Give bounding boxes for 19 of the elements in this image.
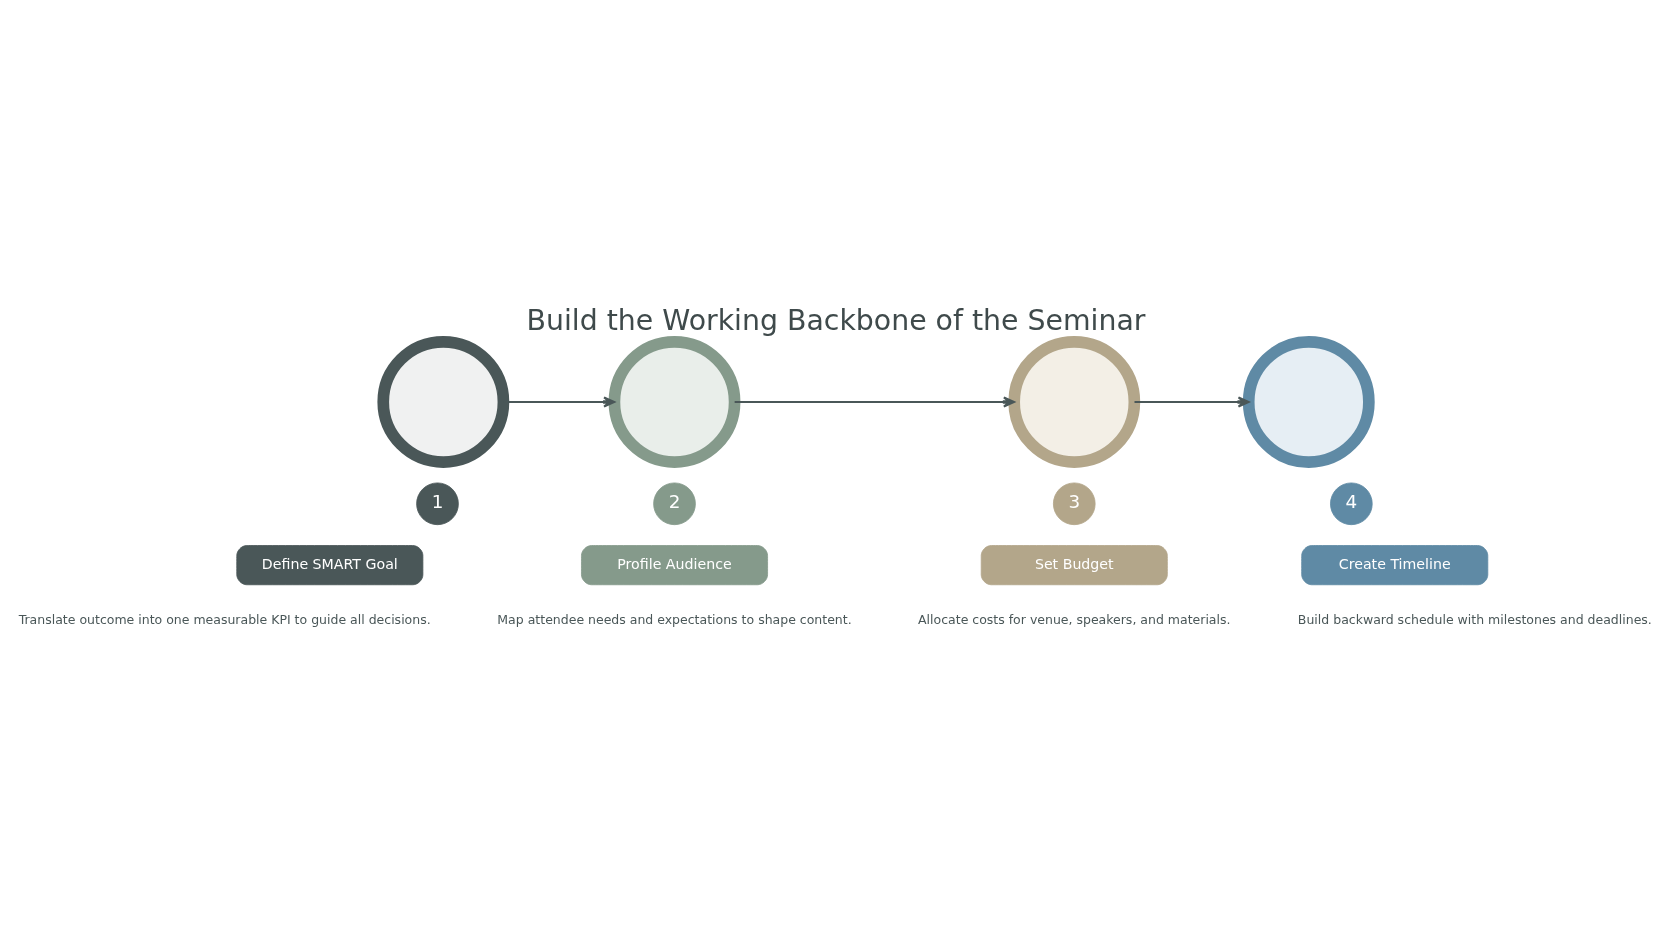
node-circle: 4 (1330, 482, 1373, 526)
node-circle: 1 (416, 482, 459, 526)
node-label: Allocate costs for venue, speakers, and materials. (918, 611, 1231, 627)
node-label: Build backward schedule with milestones and deadlines. (1297, 611, 1652, 627)
node-circle (1242, 336, 1375, 468)
node-circle (377, 336, 510, 468)
node-circle (608, 336, 741, 468)
node-box: Define SMART Goal (236, 545, 424, 586)
node-circle (1008, 336, 1141, 468)
node-circle: 2 (653, 482, 696, 526)
node-box: Profile Audience (581, 545, 768, 586)
node-label: Translate outcome into one measurable KPI to guide all decisions. (18, 611, 431, 627)
node-label: Map attendee needs and expectations to shape content. (497, 611, 852, 627)
node-box: Create Timeline (1301, 545, 1489, 586)
node-circle: 3 (1053, 482, 1096, 526)
arrow (1134, 396, 1250, 408)
arrow (734, 396, 1015, 408)
node-box: Set Budget (980, 545, 1168, 586)
diagram-title: Build the Working Backbone of the Seminar (526, 304, 1146, 338)
